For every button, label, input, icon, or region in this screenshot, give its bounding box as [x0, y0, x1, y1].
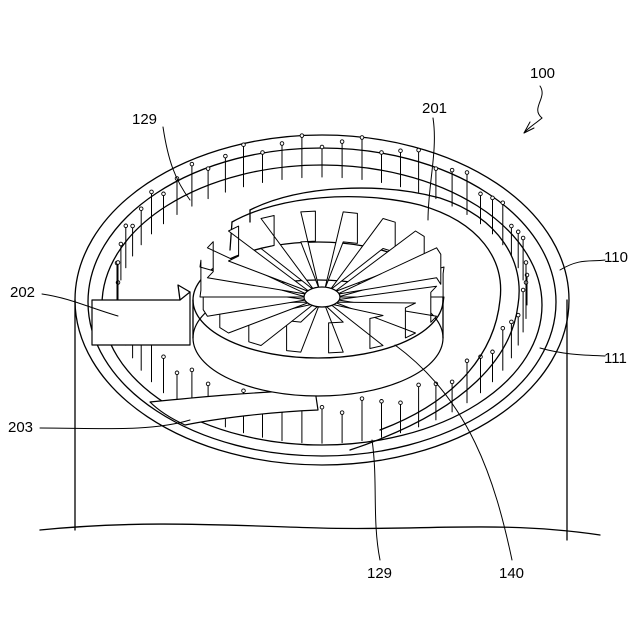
rotor-hub	[304, 287, 340, 307]
pin-head	[162, 192, 166, 196]
pin-head	[465, 171, 469, 175]
pin-head	[465, 359, 469, 363]
leader-110	[560, 260, 605, 270]
pin-head	[360, 397, 364, 401]
pin-head	[124, 224, 128, 228]
pin-head	[300, 134, 304, 138]
pin-head	[340, 140, 344, 144]
pin-head	[491, 350, 495, 354]
pin-head	[320, 405, 324, 409]
pin-head	[242, 389, 246, 393]
pin-head	[524, 261, 528, 265]
ref-202: 202	[10, 284, 35, 301]
pin-head	[521, 236, 525, 240]
pin-head	[501, 326, 505, 330]
pin-head	[320, 145, 324, 149]
pin-head	[380, 400, 384, 404]
pin-head	[450, 380, 454, 384]
ref-203: 203	[8, 419, 33, 436]
pin-head	[491, 196, 495, 200]
ref-129-bottom: 129	[367, 565, 392, 582]
chute-202	[92, 285, 190, 345]
pin-head	[417, 383, 421, 387]
pin-head	[516, 230, 520, 234]
pin-head	[521, 288, 525, 292]
ref-100: 100	[530, 65, 555, 82]
leader-100	[524, 86, 542, 133]
ref-110: 110	[604, 249, 628, 266]
pin-head	[399, 149, 403, 153]
pin-head	[360, 136, 364, 140]
pin-head	[510, 320, 514, 324]
pin-head	[261, 151, 265, 155]
pin-head	[139, 207, 143, 211]
leader-201	[428, 118, 434, 220]
pin-head	[150, 190, 154, 194]
pin-head	[131, 224, 135, 228]
pin-head	[280, 142, 284, 146]
pin-head	[190, 162, 194, 166]
ref-140: 140	[499, 565, 524, 582]
ref-129-top: 129	[132, 111, 157, 128]
pin-head	[479, 192, 483, 196]
pin-head	[450, 168, 454, 172]
pin-head	[175, 371, 179, 375]
pin-head	[501, 201, 505, 205]
pin-head	[417, 148, 421, 152]
pin-head	[399, 401, 403, 405]
pin-head	[116, 261, 120, 265]
pin-head	[340, 411, 344, 415]
pin-head	[119, 242, 123, 246]
ref-111: 111	[604, 350, 627, 367]
pin-head	[242, 143, 246, 147]
pin-head	[510, 224, 514, 228]
leader-111	[540, 348, 605, 356]
leader-129-bottom	[372, 440, 380, 560]
ref-201: 201	[422, 100, 447, 117]
leader-203	[40, 420, 190, 429]
pin-head	[380, 151, 384, 155]
pin-head	[206, 167, 210, 171]
pin-head	[206, 382, 210, 386]
pin-head	[224, 154, 228, 158]
pin-head	[434, 167, 438, 171]
pin-head	[162, 355, 166, 359]
pin-head	[190, 368, 194, 372]
